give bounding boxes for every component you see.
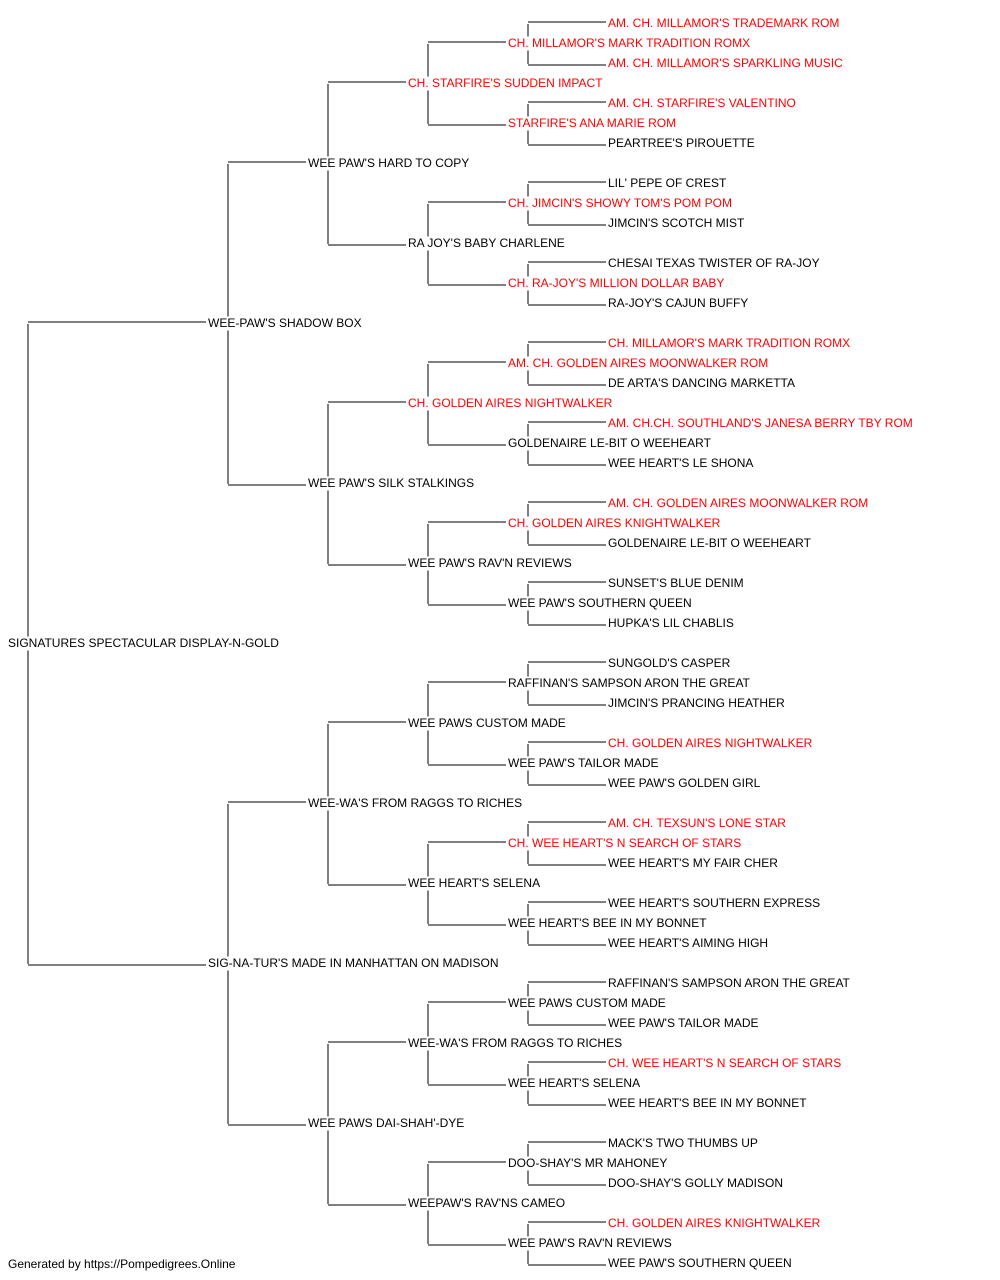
ancestor-gen5-7: CHESAI TEXAS TWISTER OF RA-JOY [608, 256, 820, 270]
ancestor-gen5-4: PEARTREE'S PIROUETTE [608, 136, 755, 150]
subject-name: SIGNATURES SPECTACULAR DISPLAY-N-GOLD [8, 636, 279, 650]
ancestor-gen3-5: WEE PAWS CUSTOM MADE [408, 716, 566, 730]
ancestor-gen5-20: WEE PAW'S GOLDEN GIRL [608, 776, 761, 790]
ancestor-gen5-13: AM. CH. GOLDEN AIRES MOONWALKER ROM [608, 496, 869, 510]
ancestor-gen3-2: RA JOY'S BABY CHARLENE [408, 236, 565, 250]
ancestor-gen4-6: GOLDENAIRE LE-BIT O WEEHEART [508, 436, 711, 450]
ancestor-gen5-16: HUPKA'S LIL CHABLIS [608, 616, 734, 630]
ancestor-gen5-8: RA-JOY'S CAJUN BUFFY [608, 296, 749, 310]
ancestor-gen4-13: WEE PAWS CUSTOM MADE [508, 996, 666, 1010]
ancestor-gen4-5: AM. CH. GOLDEN AIRES MOONWALKER ROM [508, 356, 769, 370]
ancestor-gen5-26: WEE PAW'S TAILOR MADE [608, 1016, 759, 1030]
ancestor-gen5-6: JIMCIN'S SCOTCH MIST [608, 216, 745, 230]
ancestor-gen4-9: RAFFINAN'S SAMPSON ARON THE GREAT [508, 676, 750, 690]
ancestor-gen3-8: WEEPAW'S RAV'NS CAMEO [408, 1196, 566, 1210]
ancestor-gen4-15: DOO-SHAY'S MR MAHONEY [508, 1156, 668, 1170]
ancestor-gen2-1: WEE PAW'S HARD TO COPY [308, 156, 470, 170]
ancestor-gen2-4: WEE PAWS DAI-SHAH'-DYE [308, 1116, 465, 1130]
ancestor-gen5-32: WEE PAW'S SOUTHERN QUEEN [608, 1256, 792, 1270]
ancestor-gen4-7: CH. GOLDEN AIRES KNIGHTWALKER [508, 516, 721, 530]
ancestor-gen5-22: WEE HEART'S MY FAIR CHER [608, 856, 778, 870]
ancestor-gen5-3: AM. CH. STARFIRE'S VALENTINO [608, 96, 796, 110]
ancestor-gen4-8: WEE PAW'S SOUTHERN QUEEN [508, 596, 692, 610]
ancestor-gen3-1: CH. STARFIRE'S SUDDEN IMPACT [408, 76, 603, 90]
ancestor-gen5-10: DE ARTA'S DANCING MARKETTA [608, 376, 795, 390]
ancestor-gen5-11: AM. CH.CH. SOUTHLAND'S JANESA BERRY TBY … [608, 416, 913, 430]
ancestor-gen4-1: CH. MILLAMOR'S MARK TRADITION ROMX [508, 36, 751, 50]
ancestor-gen2-3: WEE-WA'S FROM RAGGS TO RICHES [308, 796, 523, 810]
ancestor-gen5-28: WEE HEART'S BEE IN MY BONNET [608, 1096, 807, 1110]
ancestor-gen5-5: LIL' PEPE OF CREST [608, 176, 727, 190]
ancestor-gen5-2: AM. CH. MILLAMOR'S SPARKLING MUSIC [608, 56, 843, 70]
ancestor-gen5-19: CH. GOLDEN AIRES NIGHTWALKER [608, 736, 813, 750]
ancestor-gen4-10: WEE PAW'S TAILOR MADE [508, 756, 659, 770]
ancestor-gen3-7: WEE-WA'S FROM RAGGS TO RICHES [408, 1036, 623, 1050]
ancestor-gen5-31: CH. GOLDEN AIRES KNIGHTWALKER [608, 1216, 821, 1230]
ancestor-gen5-24: WEE HEART'S AIMING HIGH [608, 936, 769, 950]
generated-by-footer: Generated by https://Pompedigrees.Online [8, 1257, 236, 1271]
ancestor-gen5-27: CH. WEE HEART'S N SEARCH OF STARS [608, 1056, 842, 1070]
ancestor-gen3-4: WEE PAW'S RAV'N REVIEWS [408, 556, 572, 570]
ancestor-gen4-16: WEE PAW'S RAV'N REVIEWS [508, 1236, 672, 1250]
ancestor-gen4-14: WEE HEART'S SELENA [508, 1076, 641, 1090]
ancestor-gen4-11: CH. WEE HEART'S N SEARCH OF STARS [508, 836, 742, 850]
ancestor-gen5-9: CH. MILLAMOR'S MARK TRADITION ROMX [608, 336, 851, 350]
ancestor-gen1-1: WEE-PAW'S SHADOW BOX [208, 316, 362, 330]
ancestor-gen5-1: AM. CH. MILLAMOR'S TRADEMARK ROM [608, 16, 840, 30]
ancestor-gen1-2: SIG-NA-TUR'S MADE IN MANHATTAN ON MADISO… [208, 956, 499, 970]
ancestor-gen5-25: RAFFINAN'S SAMPSON ARON THE GREAT [608, 976, 850, 990]
ancestor-gen5-15: SUNSET'S BLUE DENIM [608, 576, 744, 590]
ancestor-gen5-17: SUNGOLD'S CASPER [608, 656, 731, 670]
ancestor-gen4-3: CH. JIMCIN'S SHOWY TOM'S POM POM [508, 196, 732, 210]
ancestor-gen5-23: WEE HEART'S SOUTHERN EXPRESS [608, 896, 821, 910]
ancestor-gen5-18: JIMCIN'S PRANCING HEATHER [608, 696, 785, 710]
ancestor-gen5-29: MACK'S TWO THUMBS UP [608, 1136, 758, 1150]
ancestor-gen5-14: GOLDENAIRE LE-BIT O WEEHEART [608, 536, 811, 550]
ancestor-gen3-6: WEE HEART'S SELENA [408, 876, 541, 890]
ancestor-gen4-12: WEE HEART'S BEE IN MY BONNET [508, 916, 707, 930]
ancestor-gen5-12: WEE HEART'S LE SHONA [608, 456, 754, 470]
ancestor-gen4-2: STARFIRE'S ANA MARIE ROM [508, 116, 677, 130]
ancestor-gen4-4: CH. RA-JOY'S MILLION DOLLAR BABY [508, 276, 725, 290]
ancestor-gen2-2: WEE PAW'S SILK STALKINGS [308, 476, 475, 490]
ancestor-gen5-30: DOO-SHAY'S GOLLY MADISON [608, 1176, 783, 1190]
ancestor-gen3-3: CH. GOLDEN AIRES NIGHTWALKER [408, 396, 613, 410]
ancestor-gen5-21: AM. CH. TEXSUN'S LONE STAR [608, 816, 786, 830]
